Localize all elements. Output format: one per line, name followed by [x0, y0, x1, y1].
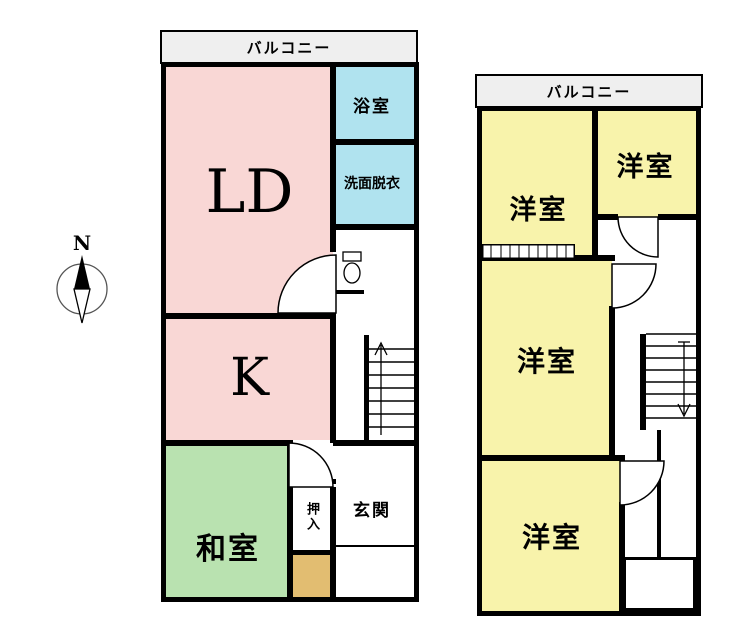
wall: [330, 224, 414, 230]
wall: [592, 111, 598, 258]
room-washroom: 洗面脱衣: [330, 139, 414, 227]
room-bathroom-label: 浴室: [353, 97, 391, 117]
toilet-icon: [342, 251, 362, 284]
room-western-1-label: 洋室: [509, 195, 568, 226]
floor1-balcony: バルコニー: [160, 30, 418, 64]
floor2-balcony: バルコニー: [475, 74, 703, 108]
stairs: [369, 341, 414, 435]
wall: [657, 430, 661, 557]
wall: [364, 335, 369, 443]
wall: [330, 487, 336, 597]
entrance-step-line: [336, 545, 414, 547]
storage-closet: [623, 557, 696, 611]
room-western-2-label: 洋室: [616, 151, 675, 183]
stairs: [646, 333, 696, 419]
wall: [166, 440, 293, 446]
room-western-3: 洋室: [482, 261, 612, 458]
room-western-4: 洋室: [482, 461, 622, 611]
wall: [482, 455, 625, 461]
room-washroom-label: 洗面脱衣: [344, 176, 400, 192]
door-arc-entrance: [288, 442, 334, 488]
wall: [619, 502, 625, 611]
wall: [287, 443, 293, 597]
wall: [609, 306, 615, 459]
compass-needle-north: [74, 255, 90, 289]
wall: [640, 334, 646, 430]
room-entrance: 玄関: [330, 443, 414, 597]
room-bathroom: 浴室: [330, 67, 414, 142]
wall: [330, 67, 336, 252]
wall: [592, 214, 618, 220]
room-japanese-label: 和室: [196, 532, 260, 567]
compass-icon: N: [56, 231, 108, 324]
entrance-step-area: [290, 552, 333, 597]
room-kitchen: K: [166, 316, 333, 440]
floor1-plan: LD 浴室 洗面脱衣 K 和室 押入 玄関: [161, 62, 419, 602]
room-kitchen-label: K: [230, 348, 269, 408]
floor1-balcony-label: バルコニー: [246, 38, 332, 57]
room-western-2: 洋室: [595, 111, 696, 217]
closet-symbol: [482, 244, 575, 259]
wall: [166, 313, 336, 319]
door-arc-western-3: [611, 263, 657, 309]
wall: [333, 440, 414, 446]
room-western-3-label: 洋室: [516, 344, 577, 378]
wall: [330, 139, 414, 145]
compass-north-label: N: [73, 231, 91, 255]
wall: [658, 214, 696, 220]
room-living-dining-label: LD: [205, 156, 294, 227]
door-arc-living: [277, 254, 337, 314]
room-japanese: 和室: [166, 443, 290, 597]
room-closet-oshiire-label: 押入: [304, 501, 319, 532]
floor2-balcony-label: バルコニー: [546, 82, 632, 101]
door-arc-western-2: [617, 216, 659, 258]
wall: [287, 550, 336, 555]
wall: [330, 313, 336, 443]
floor2-plan: 洋室 洋室 洋室 洋室: [477, 106, 701, 616]
room-western-1: 洋室: [482, 111, 595, 258]
compass-needle-south: [73, 288, 91, 324]
room-entrance-label: 玄関: [353, 500, 391, 521]
room-closet-oshiire: 押入: [290, 481, 333, 552]
door-arc-western-4: [619, 460, 665, 506]
wall: [336, 290, 364, 294]
room-western-4-label: 洋室: [521, 521, 582, 554]
